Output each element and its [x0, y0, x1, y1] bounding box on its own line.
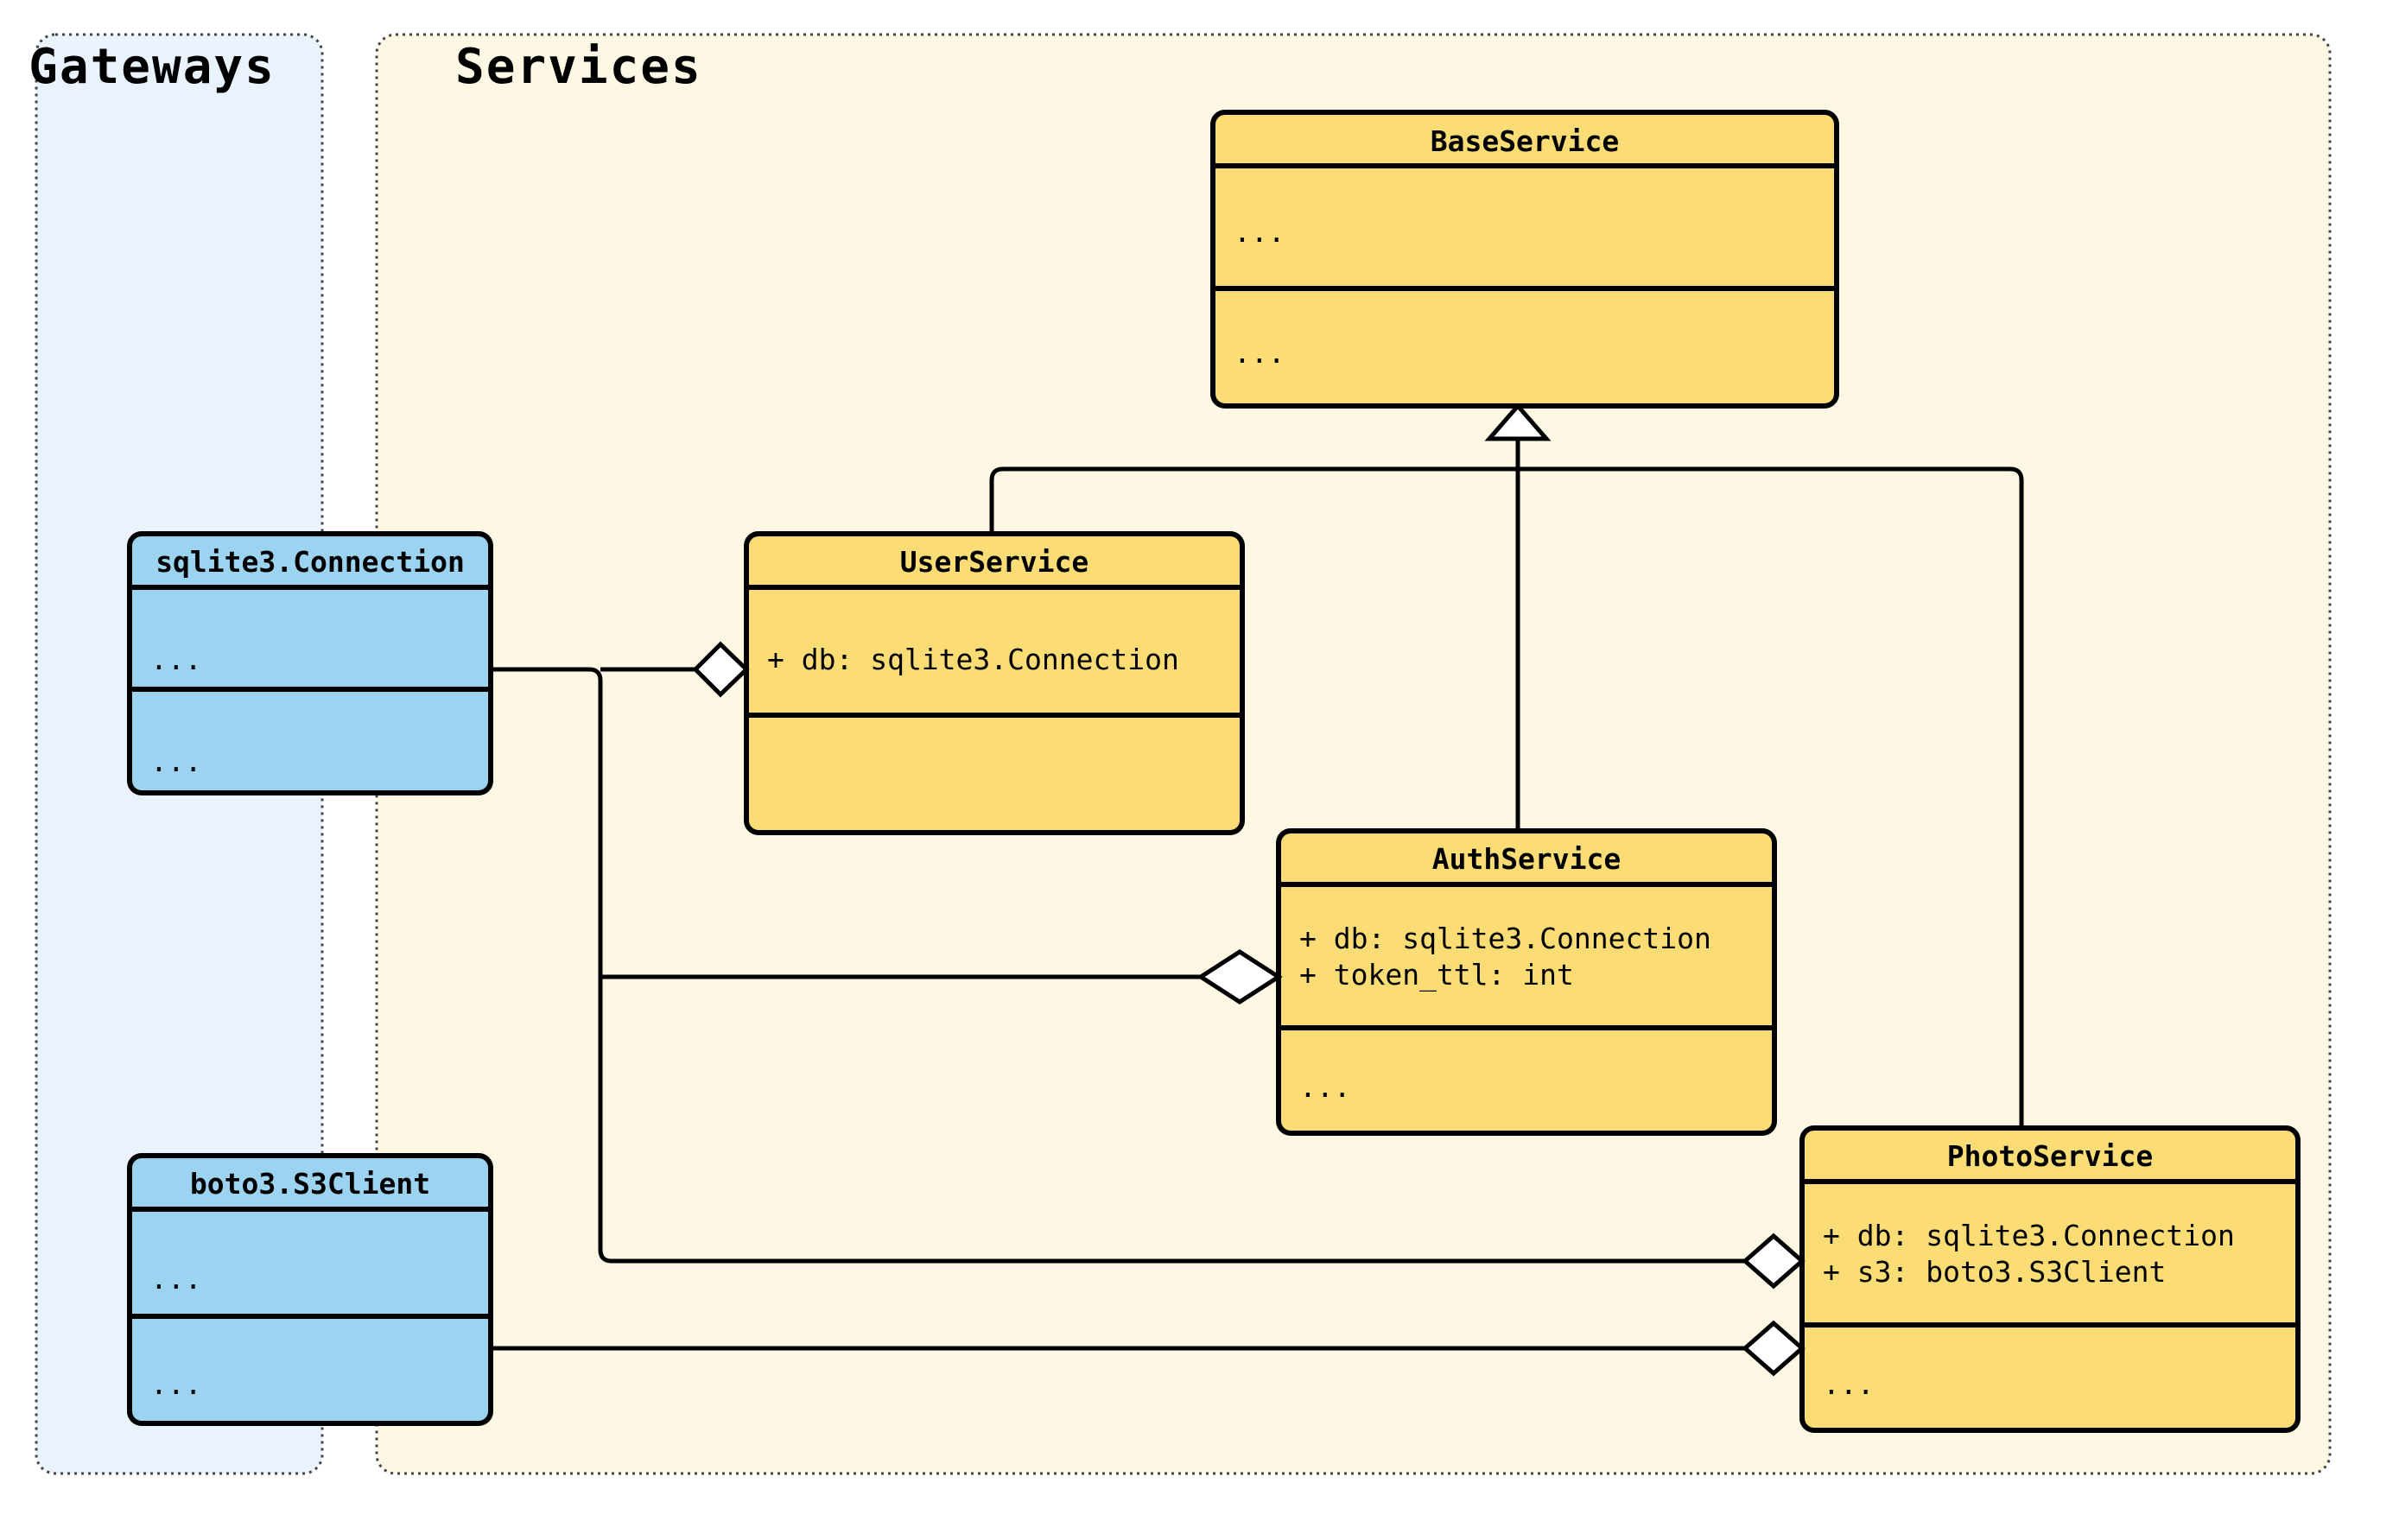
hollow-diamond-icon-photoservice-s3	[1742, 1320, 1806, 1377]
userservice-attribute-db: + db: sqlite3.Connection	[767, 643, 1179, 676]
class-box-userservice[interactable]: UserService + db: sqlite3.Connection	[744, 531, 1245, 835]
edge-group-inheritance	[989, 402, 2024, 1128]
authservice-attribute-token-ttl: + token_ttl: int	[1299, 958, 1574, 992]
sqlite3-connection-frame	[127, 531, 493, 795]
edge-group-aggregation-sqlite3	[491, 667, 1745, 1264]
boto3-s3client-attribute: ...	[150, 1262, 202, 1296]
boto3-s3client-frame	[127, 1153, 493, 1426]
sqlite3-connection-title: sqlite3.Connection	[155, 545, 465, 579]
inheritance-trunk-bar[interactable]	[989, 466, 2024, 1128]
package-gateways-title: Gateways	[29, 39, 276, 95]
boto3-s3client-title: boto3.S3Client	[190, 1167, 430, 1201]
class-box-sqlite3-connection[interactable]: sqlite3.Connection ... ...	[127, 531, 493, 795]
authservice-attribute-db: + db: sqlite3.Connection	[1299, 922, 1711, 955]
class-box-photoservice[interactable]: PhotoService + db: sqlite3.Connection + …	[1799, 1125, 2301, 1433]
sqlite3-connection-method: ...	[150, 745, 202, 778]
photoservice-attribute-s3: + s3: boto3.S3Client	[1823, 1255, 2166, 1289]
baseservice-attribute: ...	[1234, 215, 1285, 249]
class-box-authservice[interactable]: AuthService + db: sqlite3.Connection + t…	[1276, 828, 1777, 1136]
edge-sqlite3-trunk[interactable]	[491, 667, 1745, 1264]
hollow-triangle-icon	[1484, 402, 1552, 441]
class-box-boto3-s3client[interactable]: boto3.S3Client ... ...	[127, 1153, 493, 1426]
class-box-baseservice[interactable]: BaseService ... ...	[1210, 110, 1839, 409]
hollow-diamond-icon-authservice	[1196, 949, 1283, 1004]
boto3-s3client-method: ...	[150, 1367, 202, 1401]
photoservice-frame	[1799, 1125, 2301, 1433]
baseservice-method: ...	[1234, 336, 1285, 370]
sqlite3-connection-attribute: ...	[150, 643, 202, 676]
authservice-title: AuthService	[1432, 842, 1622, 876]
photoservice-method: ...	[1823, 1367, 1875, 1401]
userservice-frame	[744, 531, 1245, 835]
authservice-method: ...	[1299, 1070, 1351, 1104]
hollow-diamond-icon-userservice	[692, 641, 750, 698]
package-services-title: Services	[455, 39, 702, 95]
baseservice-title: BaseService	[1431, 124, 1620, 158]
authservice-frame	[1276, 828, 1777, 1136]
photoservice-attribute-db: + db: sqlite3.Connection	[1823, 1219, 2235, 1252]
baseservice-frame	[1210, 110, 1839, 409]
photoservice-title: PhotoService	[1947, 1139, 2153, 1173]
userservice-title: UserService	[900, 545, 1089, 579]
marker-group-aggregation-diamonds	[692, 641, 1806, 1377]
hollow-diamond-icon-photoservice-db	[1742, 1233, 1806, 1290]
